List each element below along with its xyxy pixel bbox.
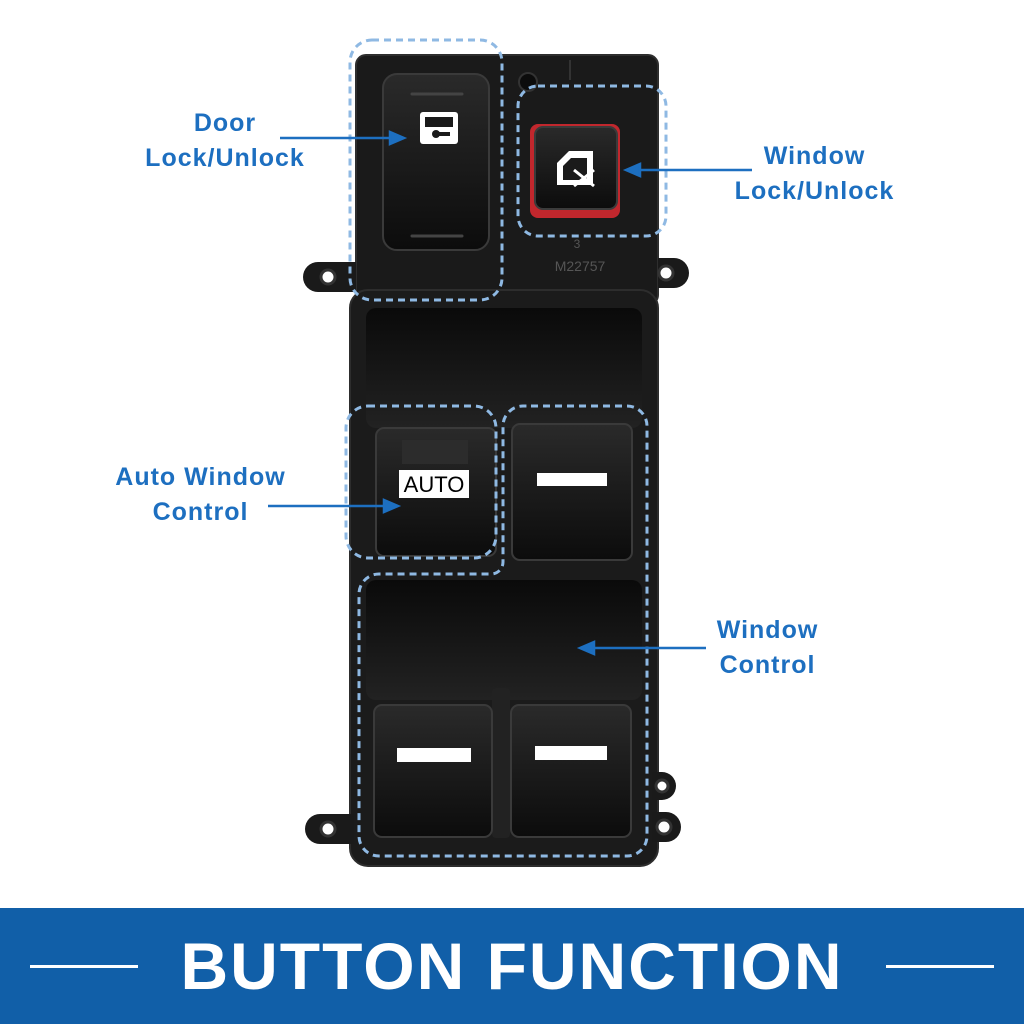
window-lock-label-line2: Lock/Unlock: [734, 177, 895, 205]
window-control-label-line2: Control: [719, 651, 816, 679]
door-lock-arrow-head: [388, 130, 408, 146]
indicator-bar: [397, 748, 471, 762]
indicator-bar: [537, 473, 607, 486]
top-housing: [303, 54, 689, 306]
rear-left-window-button[interactable]: [373, 704, 493, 838]
auto-label: AUTO: [404, 472, 465, 497]
passenger-window-button[interactable]: [510, 704, 632, 838]
auto-window-label-line1: Auto Window: [115, 463, 286, 491]
auto-window-button[interactable]: AUTO: [375, 427, 497, 557]
window-lock-button[interactable]: [530, 124, 620, 218]
window-control-label-line1: Window: [716, 616, 819, 644]
title-banner: BUTTON FUNCTION: [0, 908, 1024, 1024]
door-lock-label: Door Lock/Unlock: [120, 106, 330, 176]
banner-rule-right: [886, 965, 994, 968]
window-cross-icon: [557, 151, 595, 188]
rear-right-window-button[interactable]: [511, 423, 633, 561]
door-lock-label-line1: Door: [193, 109, 257, 137]
indicator-bar: [535, 746, 607, 760]
door-lock-label-line2: Lock/Unlock: [145, 144, 305, 172]
auto-window-highlight: [344, 404, 498, 560]
auto-window-label: Auto Window Control: [88, 460, 313, 530]
mold-mark: 3: [574, 237, 581, 251]
door-key-icon: [420, 112, 458, 144]
auto-window-arrow-head: [382, 498, 402, 514]
window-lock-highlight: [516, 84, 668, 238]
window-lock-label: Window Lock/Unlock: [712, 139, 917, 209]
door-lock-highlight: [348, 38, 504, 302]
banner-rule-left: [30, 965, 138, 968]
door-lock-button[interactable]: [382, 73, 490, 251]
window-lock-arrow-head: [622, 162, 642, 178]
part-number: M22757: [555, 258, 606, 274]
banner-title: BUTTON FUNCTION: [180, 929, 844, 1003]
window-control-label: Window Control: [690, 613, 845, 683]
window-control-arrow-head: [576, 640, 596, 656]
auto-window-label-line2: Control: [152, 498, 249, 526]
window-lock-label-line1: Window: [763, 142, 866, 170]
